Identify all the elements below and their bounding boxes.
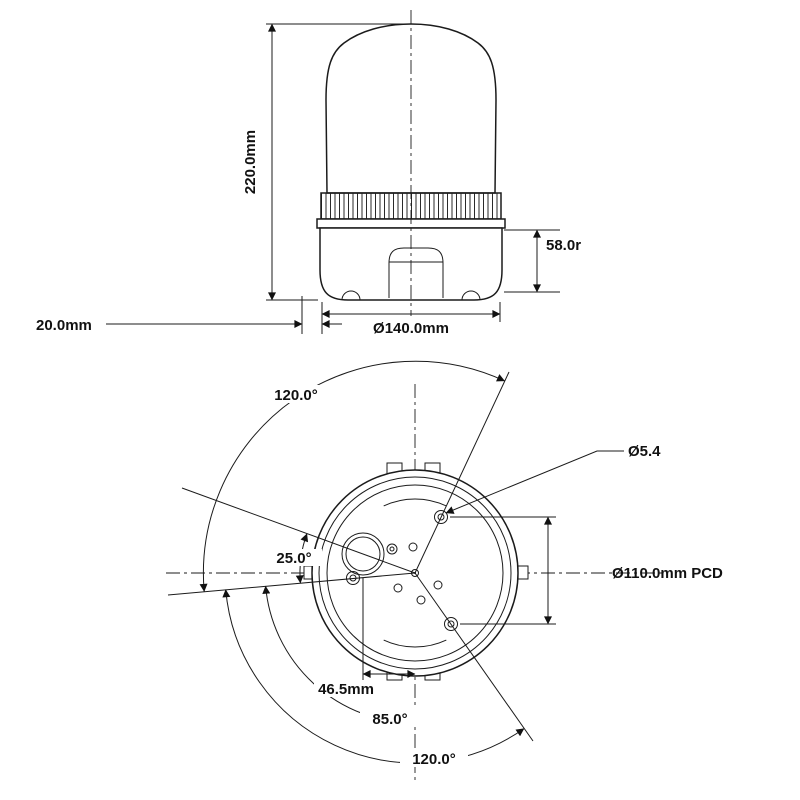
- dome-outline: [325, 23, 497, 194]
- hole-diameter-label: Ø5.4: [628, 443, 661, 460]
- angle-bottom-label: 120.0°: [412, 751, 456, 768]
- hole-diameter-leader: [445, 450, 624, 514]
- side-view-dimensions: 220.0mm 58.0r 20.0mm Ø140.0mm: [36, 23, 581, 337]
- angle-top-label: 120.0°: [274, 387, 318, 404]
- angle-85-label-mask: [360, 709, 420, 727]
- bottom-view-dimensions: 120.0° 120.0° 85.0° 25.0° Ø5.4 Ø110.0mm …: [167, 360, 723, 768]
- angle-25-label-mask: [266, 549, 322, 566]
- foot-right: [461, 290, 481, 301]
- angle-arc-bottom-120: [222, 589, 525, 764]
- foot-left: [341, 290, 361, 301]
- hole-offset-label: 46.5mm: [318, 681, 374, 698]
- angle-85-label: 85.0°: [372, 711, 407, 728]
- diameter-label: Ø140.0mm: [373, 320, 449, 337]
- pcd-label: Ø110.0mm PCD: [612, 565, 723, 582]
- height-label: 220.0mm: [242, 130, 259, 194]
- angle-25-label: 25.0°: [276, 550, 311, 567]
- radius-label: 58.0r: [546, 237, 581, 254]
- angle-bottom-label-mask: [400, 749, 468, 767]
- angle-top-label-mask: [262, 385, 330, 403]
- offset-label: 20.0mm: [36, 317, 92, 334]
- hole-offset-label-mask: [314, 680, 378, 697]
- side-view: [316, 10, 506, 316]
- cable-gland: [388, 247, 444, 298]
